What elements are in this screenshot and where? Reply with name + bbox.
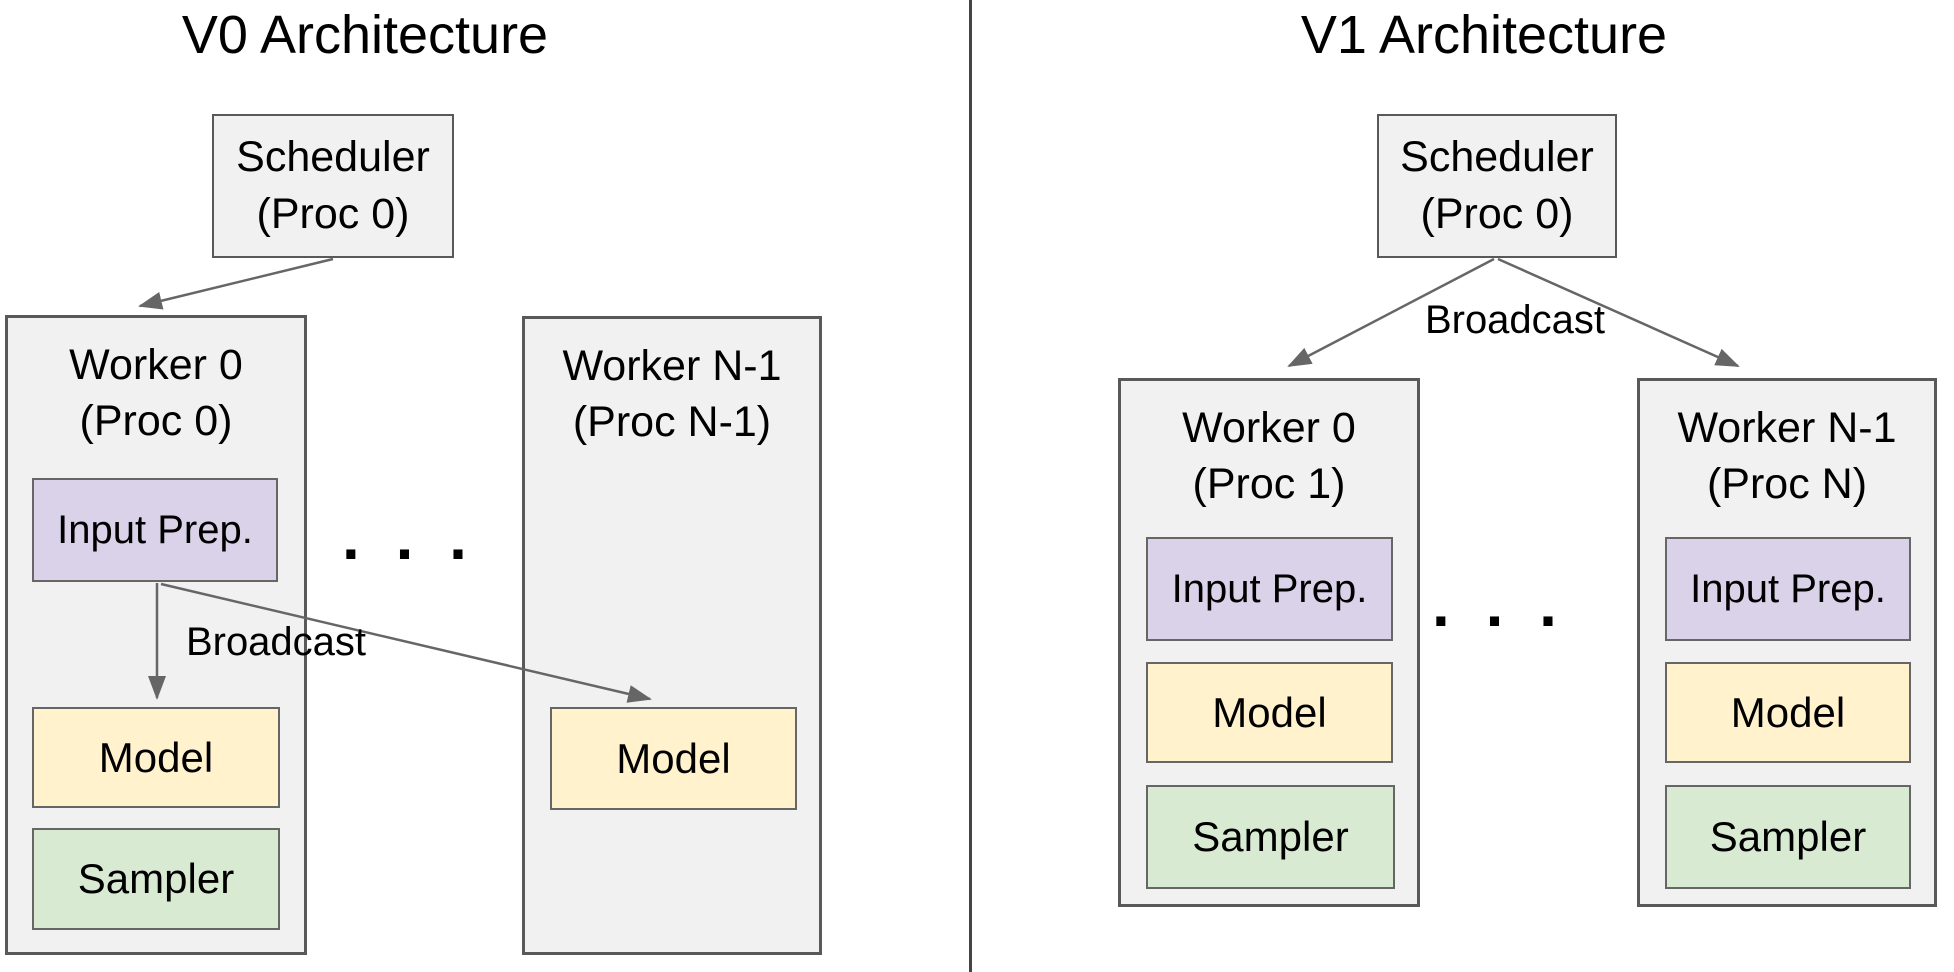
- v0-scheduler-box: Scheduler (Proc 0): [212, 114, 454, 258]
- v1-workerN-title-line1: Worker N-1: [1677, 404, 1897, 452]
- v0-panel-title: V0 Architecture: [181, 5, 549, 65]
- v0-workerN-model-box: Model: [550, 707, 797, 810]
- v1-scheduler-box: Scheduler (Proc 0): [1377, 114, 1617, 258]
- v0-worker0-title: Worker 0 (Proc 0): [8, 318, 304, 450]
- v0-workerN-title-line1: Worker N-1: [562, 342, 782, 390]
- v0-ellipsis: . . .: [342, 501, 476, 573]
- v0-worker0-title-line1: Worker 0: [69, 341, 243, 389]
- v1-worker0-box: Worker 0 (Proc 1) Input Prep. Model Samp…: [1118, 378, 1420, 907]
- v1-scheduler-label-line2: (Proc 0): [1420, 190, 1574, 238]
- v0-worker0-input-prep-box: Input Prep.: [32, 478, 278, 582]
- v1-broadcast-label: Broadcast: [1424, 298, 1606, 342]
- v1-workerN-model-box: Model: [1665, 662, 1911, 763]
- v0-broadcast-label: Broadcast: [185, 620, 367, 664]
- v0-workerN-title: Worker N-1 (Proc N-1): [525, 319, 819, 451]
- panel-divider: [969, 0, 972, 972]
- v0-worker0-sampler-box: Sampler: [32, 828, 280, 930]
- v0-worker0-model-box: Model: [32, 707, 280, 808]
- v1-worker0-model-box: Model: [1146, 662, 1393, 763]
- v0-scheduler-label-line2: (Proc 0): [256, 190, 410, 238]
- v1-worker0-title-line1: Worker 0: [1182, 404, 1356, 452]
- v1-ellipsis: . . .: [1432, 568, 1566, 640]
- v1-worker0-input-prep-box: Input Prep.: [1146, 537, 1393, 641]
- v0-workerN-title-line2: (Proc N-1): [572, 397, 772, 446]
- v1-scheduler-label-line1: Scheduler: [1400, 133, 1594, 182]
- v1-workerN-title-line2: (Proc N): [1706, 459, 1868, 508]
- v1-workerN-input-prep-box: Input Prep.: [1665, 537, 1911, 641]
- v1-panel-title: V1 Architecture: [1300, 5, 1668, 65]
- v0-worker0-title-line2: (Proc 0): [79, 396, 233, 445]
- v1-worker0-title: Worker 0 (Proc 1): [1121, 381, 1417, 513]
- v0-arrow-scheduler-to-worker0: [138, 257, 334, 310]
- v1-workerN-sampler-box: Sampler: [1665, 785, 1911, 889]
- v1-worker0-title-line2: (Proc 1): [1192, 459, 1346, 508]
- v1-worker0-sampler-box: Sampler: [1146, 785, 1395, 889]
- v0-workerN-box: Worker N-1 (Proc N-1) Model: [522, 316, 822, 955]
- v1-workerN-title: Worker N-1 (Proc N): [1640, 381, 1934, 513]
- v0-scheduler-label-line1: Scheduler: [236, 133, 430, 182]
- v1-workerN-box: Worker N-1 (Proc N) Input Prep. Model Sa…: [1637, 378, 1937, 907]
